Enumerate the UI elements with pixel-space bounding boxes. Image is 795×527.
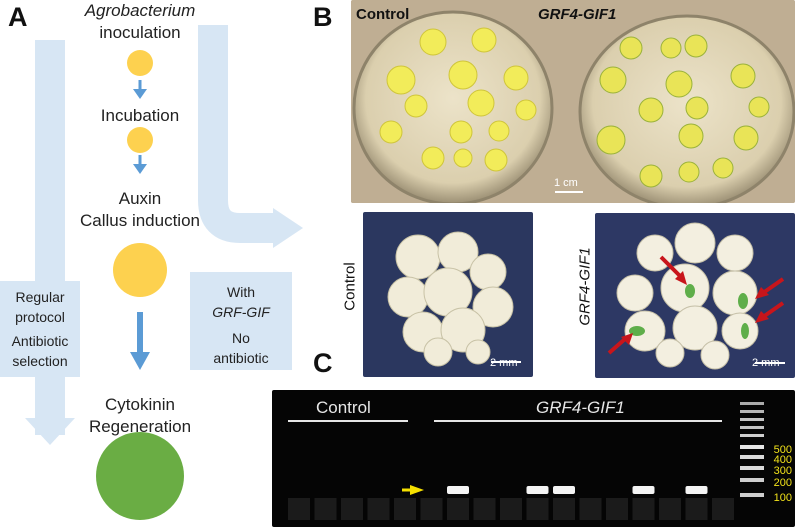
grf-callus-graphic xyxy=(607,222,785,370)
gel-lane-smear xyxy=(632,498,655,520)
step-arrow-2-head xyxy=(133,164,147,174)
plate-label-control: Control xyxy=(356,6,410,23)
grf-closeup-photo xyxy=(595,213,795,378)
grf-callus-mass xyxy=(616,222,759,370)
ladder-label-300: 300 xyxy=(773,465,792,477)
petri-dish-graphic xyxy=(351,0,795,203)
grf-gif-line1: With xyxy=(227,284,255,300)
gel-band xyxy=(632,486,655,494)
step-agro-line1: Agrobacterium xyxy=(84,1,196,20)
callus-circle-small-1 xyxy=(127,50,153,76)
control-callus-graphic xyxy=(387,231,521,367)
plate-label-grf: GRF4-GIF1 xyxy=(538,6,617,23)
gel-photo xyxy=(272,390,795,527)
gel-lane-smear xyxy=(314,498,337,520)
gel-lane-smear xyxy=(659,498,681,520)
gel-lane-smear xyxy=(712,498,734,520)
gel-lane-smear xyxy=(367,498,390,520)
step-agro: Agrobacterium inoculation xyxy=(80,0,200,44)
ladder-label-400: 400 xyxy=(773,454,792,466)
gel-lane-smear xyxy=(579,498,602,520)
gel-lane-smear xyxy=(394,498,416,520)
grf-gif-line2: GRF-GIF xyxy=(212,304,270,320)
gel-ladder xyxy=(740,402,764,497)
control-calli xyxy=(379,27,537,172)
panel-a-letter: A xyxy=(8,2,28,32)
gel-label-grf: GRF4-GIF1 xyxy=(536,398,625,417)
step-arrow-1-head xyxy=(133,89,147,99)
step-auxin: Auxin Callus induction xyxy=(60,188,220,232)
ladder-label-500: 500 xyxy=(773,444,792,456)
gel-lanes xyxy=(288,486,734,520)
regeneration-circle xyxy=(96,432,184,520)
gel-lane-smear xyxy=(553,498,575,520)
grf-gif-curved-arrow xyxy=(198,25,275,243)
step-cytokinin-line2: Regeneration xyxy=(88,417,192,436)
control-callus-mass xyxy=(387,231,514,367)
panel-b-letter: B xyxy=(313,2,333,32)
gel-lane-smear xyxy=(500,498,522,520)
regular-protocol-line3: Antibiotic xyxy=(11,333,69,349)
closeup-scale-right-label: 2 mm xyxy=(752,357,780,369)
gel-band xyxy=(447,486,469,494)
step-cytokinin: Cytokinin Regeneration xyxy=(80,394,200,438)
gel-band xyxy=(553,486,575,494)
step-agro-line2: inoculation xyxy=(99,23,181,42)
gel-lane-smear xyxy=(526,498,549,520)
gel-band xyxy=(685,486,708,494)
gel-lane-smear xyxy=(685,498,708,520)
grf-calli xyxy=(596,34,770,188)
step-incubation: Incubation xyxy=(100,106,180,125)
yellow-marker-arrow xyxy=(410,485,424,495)
gel-label-control: Control xyxy=(316,398,371,417)
callus-circle-small-2 xyxy=(127,127,153,153)
gel-lane-smear xyxy=(341,498,363,520)
regular-protocol-line4: selection xyxy=(12,353,68,369)
red-arrows xyxy=(607,255,785,355)
panel-c-letter: C xyxy=(313,348,333,378)
plate-scale-label: 1 cm xyxy=(554,177,578,189)
ladder-label-200: 200 xyxy=(773,477,792,489)
gel-lane-smear xyxy=(447,498,469,520)
step-cytokinin-line1: Cytokinin xyxy=(105,395,175,414)
petri-dish-photo xyxy=(351,0,795,203)
regular-protocol-box: Regular protocol Antibiotic selection xyxy=(0,281,80,377)
closeup-control-label: Control xyxy=(341,262,359,311)
gel-lane-smear xyxy=(606,498,628,520)
step-auxin-line1: Auxin xyxy=(118,189,162,208)
closeup-scale-left-label: 2 mm xyxy=(490,357,518,369)
grf-gif-line3: No xyxy=(232,330,250,346)
step-arrow-3-head xyxy=(130,352,150,370)
ladder-label-100: 100 xyxy=(773,492,792,504)
regular-protocol-line2: protocol xyxy=(15,309,65,325)
grf-gif-line4: antibiotic xyxy=(213,350,269,366)
step-auxin-line2: Callus induction xyxy=(79,211,200,230)
gel-lane-smear xyxy=(288,498,310,520)
closeup-grf-label: GRF4-GIF1 xyxy=(576,247,594,326)
regular-protocol-arrow-head xyxy=(25,418,75,445)
grf-gif-box: With GRF-GIF No antibiotic xyxy=(190,272,292,370)
gel-band xyxy=(526,486,549,494)
grf-gif-curved-arrow-head xyxy=(273,208,303,248)
regular-protocol-line1: Regular xyxy=(15,289,65,305)
callus-circle-large xyxy=(113,243,167,297)
gel-lane-smear xyxy=(420,498,443,520)
control-closeup-photo xyxy=(363,212,533,377)
green-shoots xyxy=(629,284,749,339)
gel-graphic xyxy=(288,402,764,520)
gel-lane-smear xyxy=(473,498,496,520)
